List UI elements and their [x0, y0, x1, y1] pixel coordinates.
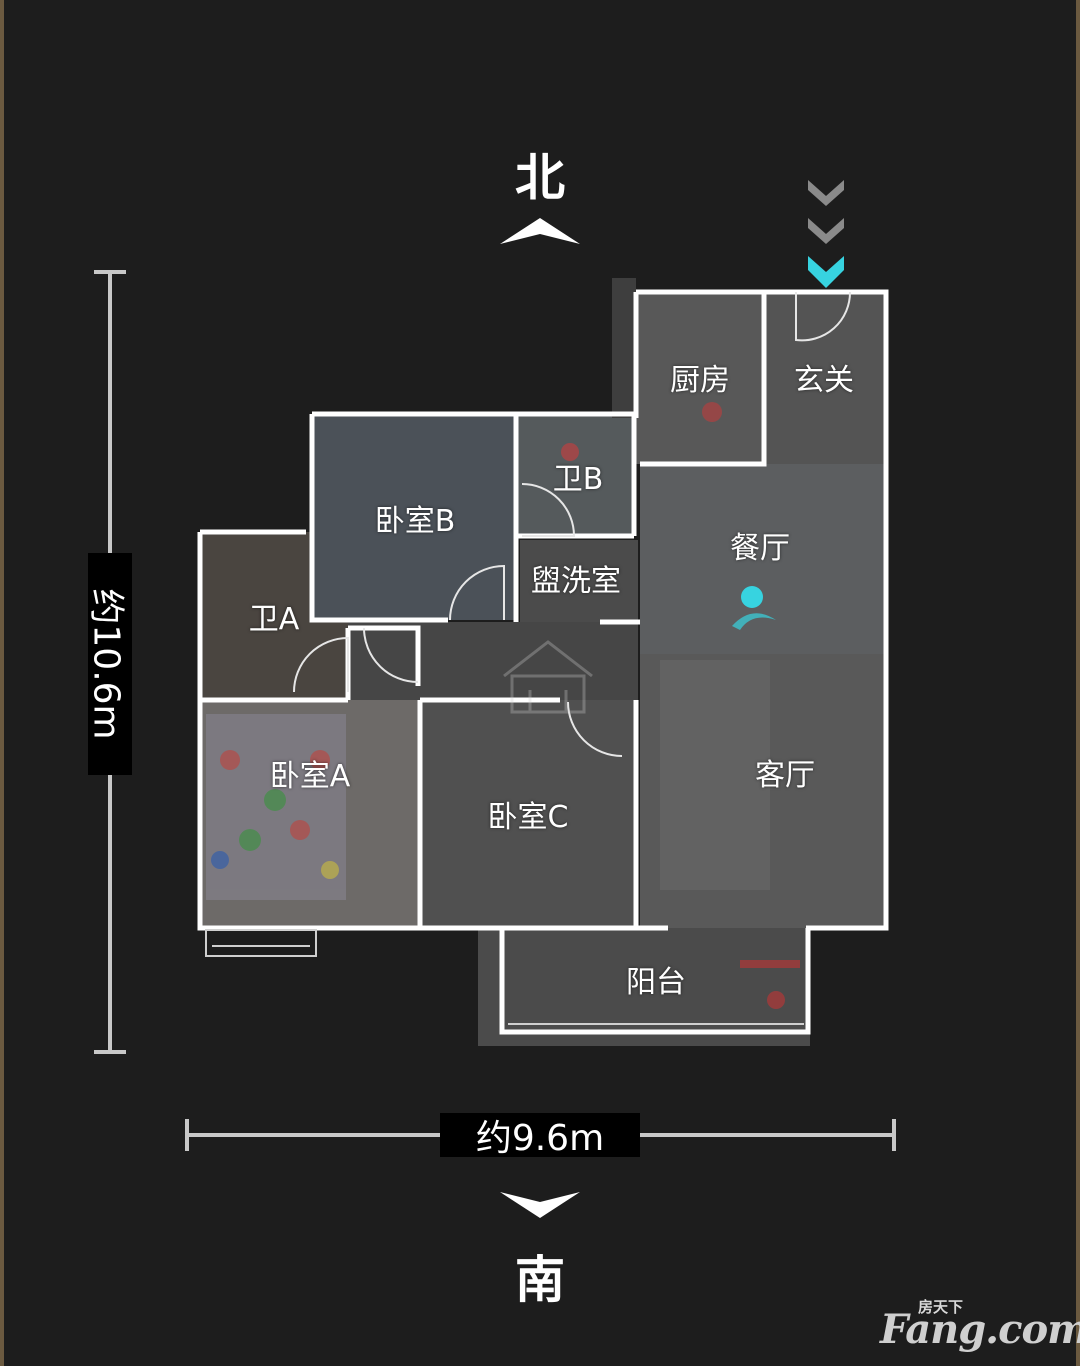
room-label-bath-a: 卫A: [248, 602, 300, 637]
door-bath-a: [293, 636, 349, 693]
room-label-foyer: 玄关: [794, 363, 854, 398]
room-label-washroom: 盥洗室: [531, 564, 621, 599]
floor-bedroom-c: [420, 700, 636, 926]
floor-balcony: [478, 928, 810, 1046]
watermark-small-text: 房天下: [918, 1298, 964, 1316]
door-bedroom-b: [449, 564, 505, 621]
floor-corridor: [348, 622, 638, 700]
windows: [205, 929, 804, 1025]
north-arrow-icon: [500, 218, 580, 244]
door-foyer: [795, 291, 852, 342]
floor-kitchen: [636, 292, 764, 464]
logo-watermark-icon: [503, 640, 593, 714]
site-watermark: 房天下 Fang.com: [880, 1296, 1080, 1354]
floor-texture: [206, 402, 800, 1009]
door-bedroom-c: [567, 701, 623, 757]
height-dimension-text: 约10.6m: [86, 588, 128, 740]
room-label-balcony: 阳台: [626, 965, 686, 1000]
room-label-kitchen: 厨房: [670, 363, 730, 398]
walls: [197, 289, 889, 1035]
entry-chevron-icon: [808, 180, 844, 288]
south-label: 南: [515, 1251, 565, 1309]
room-label-dining: 餐厅: [730, 531, 790, 566]
floor-dining: [640, 464, 886, 654]
floor-kitchen-edge: [612, 278, 636, 418]
door-swings: [293, 291, 852, 757]
floor-foyer: [764, 292, 886, 464]
room-label-bedroom-a: 卧室A: [269, 759, 351, 794]
watermark-main-text: Fang.com: [880, 1306, 1080, 1353]
door-bath-b: [521, 483, 576, 537]
dimension-lines: [94, 270, 896, 1151]
room-label-bath-b: 卫B: [552, 462, 604, 497]
room-label-bedroom-b: 卧室B: [374, 504, 456, 539]
floor-bath-b: [516, 414, 634, 536]
room-label-bedroom-c: 卧室C: [487, 800, 569, 835]
width-dimension-label: 约9.6m: [440, 1113, 640, 1159]
floor-bedroom-b: [312, 414, 516, 620]
height-dimension-label: 约10.6m: [86, 553, 132, 775]
floor-washroom: [520, 540, 638, 622]
frame-edge-right: [1076, 0, 1080, 1366]
north-label: 北: [515, 149, 565, 207]
room-label-living: 客厅: [755, 758, 815, 793]
south-arrow-icon: [500, 1192, 580, 1218]
frame-edge-left: [0, 0, 4, 1366]
door-corridor: [363, 627, 419, 683]
viewer-position-icon: [732, 586, 776, 630]
